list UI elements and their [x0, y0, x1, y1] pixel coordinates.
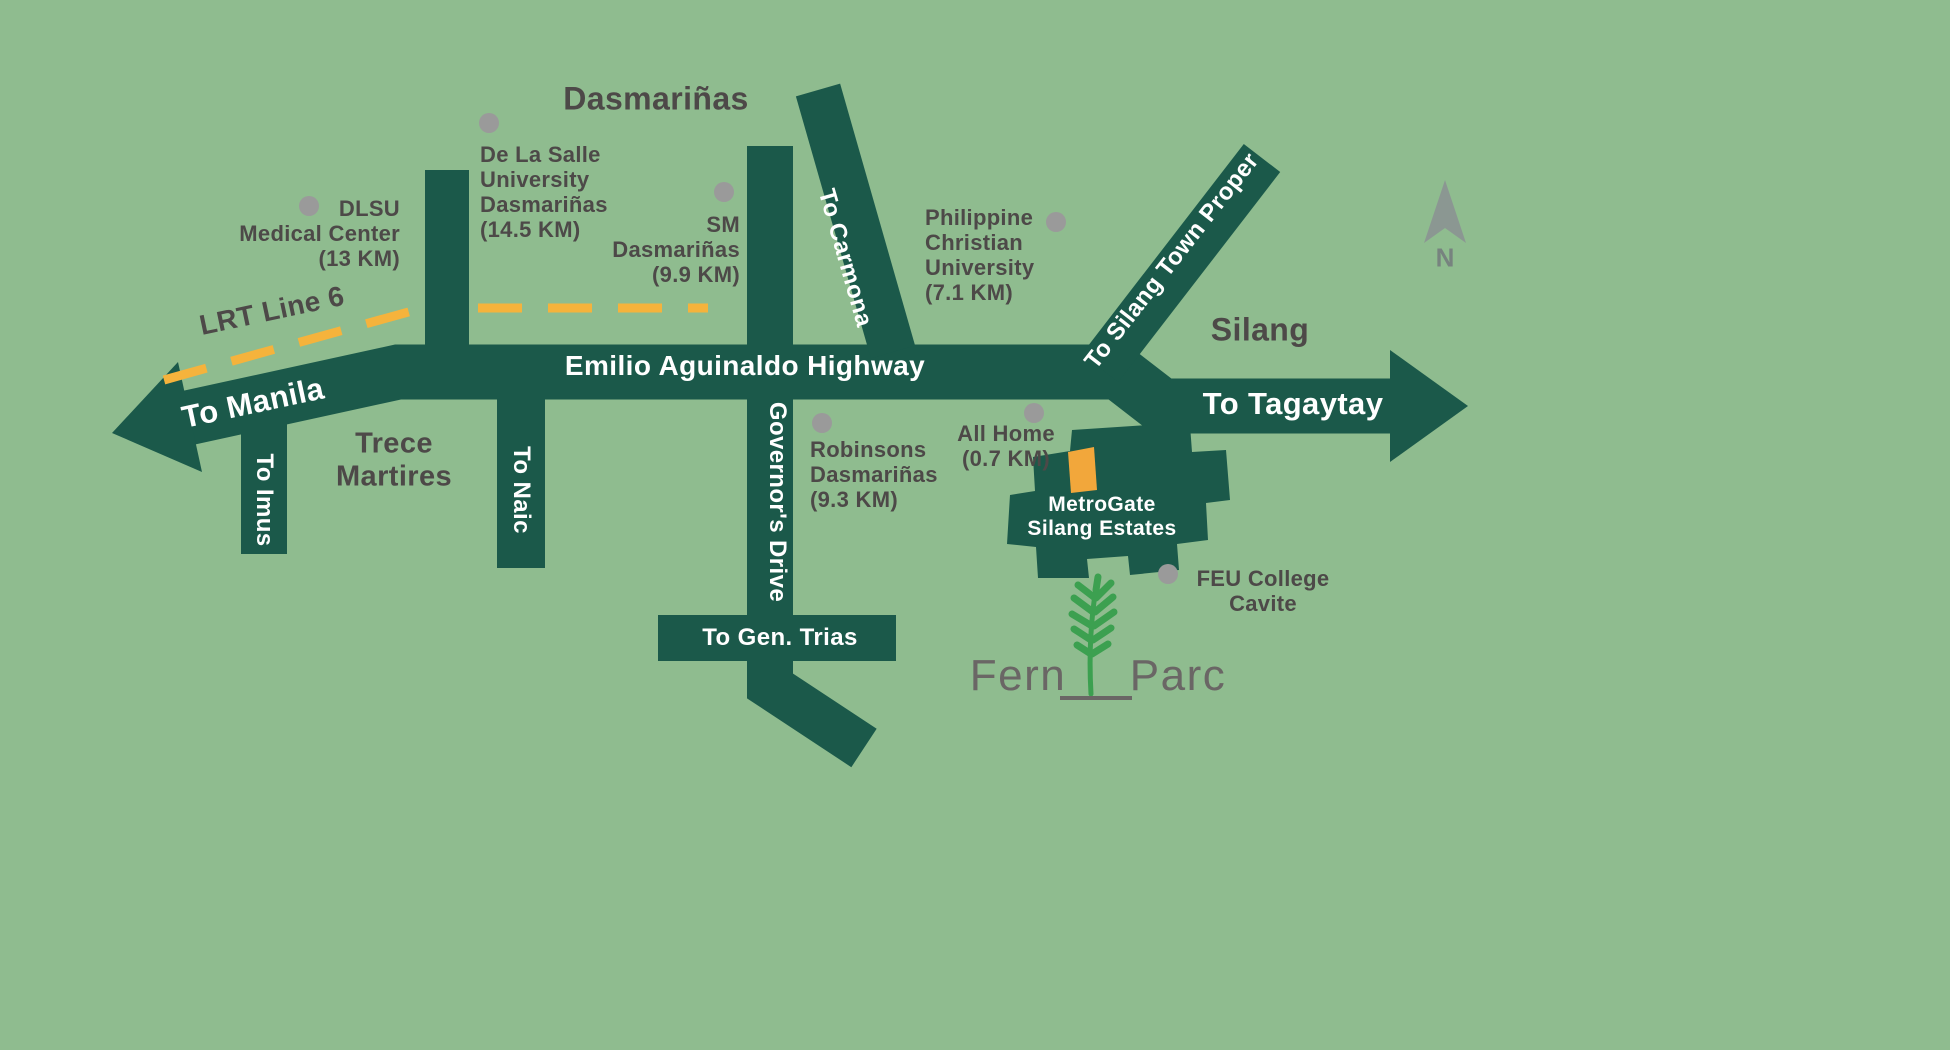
governors-drive-label: Governor's Drive	[763, 401, 791, 603]
roads	[154, 83, 1400, 768]
to-imus-label: To Imus	[250, 453, 278, 547]
dot-all-home	[1024, 403, 1044, 423]
dot-sm-dasmarinas	[714, 182, 734, 202]
compass-north-label: N	[1435, 242, 1455, 273]
metrogate-silang-estates-label: MetroGate Silang Estates	[1027, 493, 1177, 540]
road-to-silang-town-proper	[1081, 143, 1281, 383]
to-tagaytay-label: To Tagaytay	[1202, 386, 1384, 422]
to-naic-label: To Naic	[507, 446, 535, 534]
dot-robinsons	[812, 413, 832, 433]
poi-robinsons-dasmarinas: Robinsons Dasmariñas (9.3 KM)	[810, 437, 938, 512]
road-to-carmona	[795, 83, 916, 359]
fern-leaf-icon	[1068, 573, 1118, 697]
lrt-diagonal-segment	[162, 306, 414, 385]
fernparc-site-marker	[1068, 447, 1097, 493]
dot-de-la-salle	[479, 113, 499, 133]
poi-all-home: All Home (0.7 KM)	[957, 421, 1055, 471]
logo-word-parc: Parc	[1129, 651, 1227, 700]
to-gen-trias-label: To Gen. Trias	[702, 624, 858, 652]
poi-philippine-christian-university: Philippine Christian University (7.1 KM)	[925, 205, 1035, 305]
emilio-aguinaldo-highway-label: Emilio Aguinaldo Highway	[564, 349, 926, 381]
poi-dots	[299, 113, 1178, 584]
logo-word-fern: Fern	[969, 651, 1067, 700]
poi-feu-college-cavite: FEU College Cavite	[1196, 566, 1330, 616]
dot-philippine-christian-university	[1046, 212, 1066, 232]
poi-sm-dasmarinas: SM Dasmariñas (9.9 KM)	[612, 212, 740, 287]
area-label-silang: Silang	[1210, 311, 1310, 348]
poi-de-la-salle-university: De La Salle University Dasmariñas (14.5 …	[480, 142, 608, 242]
compass-arrow-icon	[1424, 180, 1466, 243]
dot-dlsu-medical	[299, 196, 319, 216]
arrowhead-to-manila	[112, 362, 202, 472]
area-label-trece-martires: Trece Martires	[335, 427, 453, 493]
poi-dlsu-medical-center: DLSU Medical Center (13 KM)	[239, 196, 400, 271]
metrogate-estate-area	[1007, 425, 1230, 578]
arrowhead-to-tagaytay	[1390, 350, 1468, 462]
road-governors-drive	[747, 146, 877, 768]
area-label-dasmarinas: Dasmariñas	[563, 80, 749, 117]
dot-feu-college	[1158, 564, 1178, 584]
lrt-line-dashes	[162, 303, 708, 385]
